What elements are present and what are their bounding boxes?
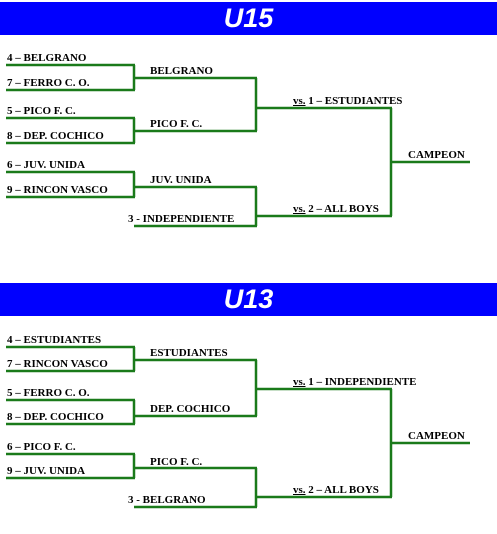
- u15-champion: CAMPEON: [408, 149, 465, 161]
- u15-title: U15: [223, 3, 274, 33]
- u13-semi-1-team: 1 – INDEPENDIENTE: [305, 376, 417, 388]
- u13-round2-1: ESTUDIANTES: [150, 347, 228, 359]
- u13-team-4: 8 – DEP. COCHICO: [7, 411, 104, 423]
- u13-round2-3: PICO F. C.: [150, 456, 203, 468]
- u15-semi-1-team: 1 – ESTUDIANTES: [305, 95, 403, 107]
- u13-team-3: 5 – FERRO C. O.: [7, 387, 90, 399]
- u15-team-6: 9 – RINCON VASCO: [7, 184, 108, 196]
- u13-semi-1-vs: vs.: [293, 376, 306, 388]
- u13-semi-1: vs. 1 – INDEPENDIENTE: [293, 376, 416, 389]
- u13-team-1: 4 – ESTUDIANTES: [7, 334, 102, 346]
- u13-semi-2-vs: vs.: [293, 484, 306, 496]
- u15-round2-2: PICO F. C.: [150, 118, 203, 130]
- u15-semi-2-team: 2 – ALL BOYS: [305, 203, 379, 215]
- u13-round2-2: DEP. COCHICO: [150, 403, 231, 415]
- u15-team-4: 8 – DEP. COCHICO: [7, 130, 104, 142]
- u13-team-2: 7 – RINCON VASCO: [7, 358, 108, 370]
- u15-round2-3: JUV. UNIDA: [150, 174, 212, 186]
- u13-team-6: 9 – JUV. UNIDA: [7, 465, 86, 477]
- u15-team-3: 5 – PICO F. C.: [7, 105, 76, 117]
- u15-bye-team: 3 - INDEPENDIENTE: [128, 213, 235, 225]
- u13-semi-2-team: 2 – ALL BOYS: [305, 484, 379, 496]
- u15-semi-2-vs: vs.: [293, 203, 306, 215]
- u15-team-1: 4 – BELGRANO: [7, 52, 87, 64]
- u15-round2-1: BELGRANO: [150, 65, 213, 77]
- u13-team-5: 6 – PICO F. C.: [7, 441, 76, 453]
- u13-champion: CAMPEON: [408, 430, 465, 442]
- u13-title: U13: [223, 284, 274, 314]
- u13-semi-2: vs. 2 – ALL BOYS: [293, 484, 379, 497]
- u15-semi-1-vs: vs.: [293, 95, 306, 107]
- u15-team-2: 7 – FERRO C. O.: [7, 77, 90, 89]
- u15-team-5: 6 – JUV. UNIDA: [7, 159, 86, 171]
- u13-banner: U13: [0, 283, 497, 316]
- u15-semi-2: vs. 2 – ALL BOYS: [293, 203, 379, 216]
- u13-bye-team: 3 - BELGRANO: [128, 494, 206, 506]
- u15-semi-1: vs. 1 – ESTUDIANTES: [293, 95, 402, 108]
- u15-banner: U15: [0, 2, 497, 35]
